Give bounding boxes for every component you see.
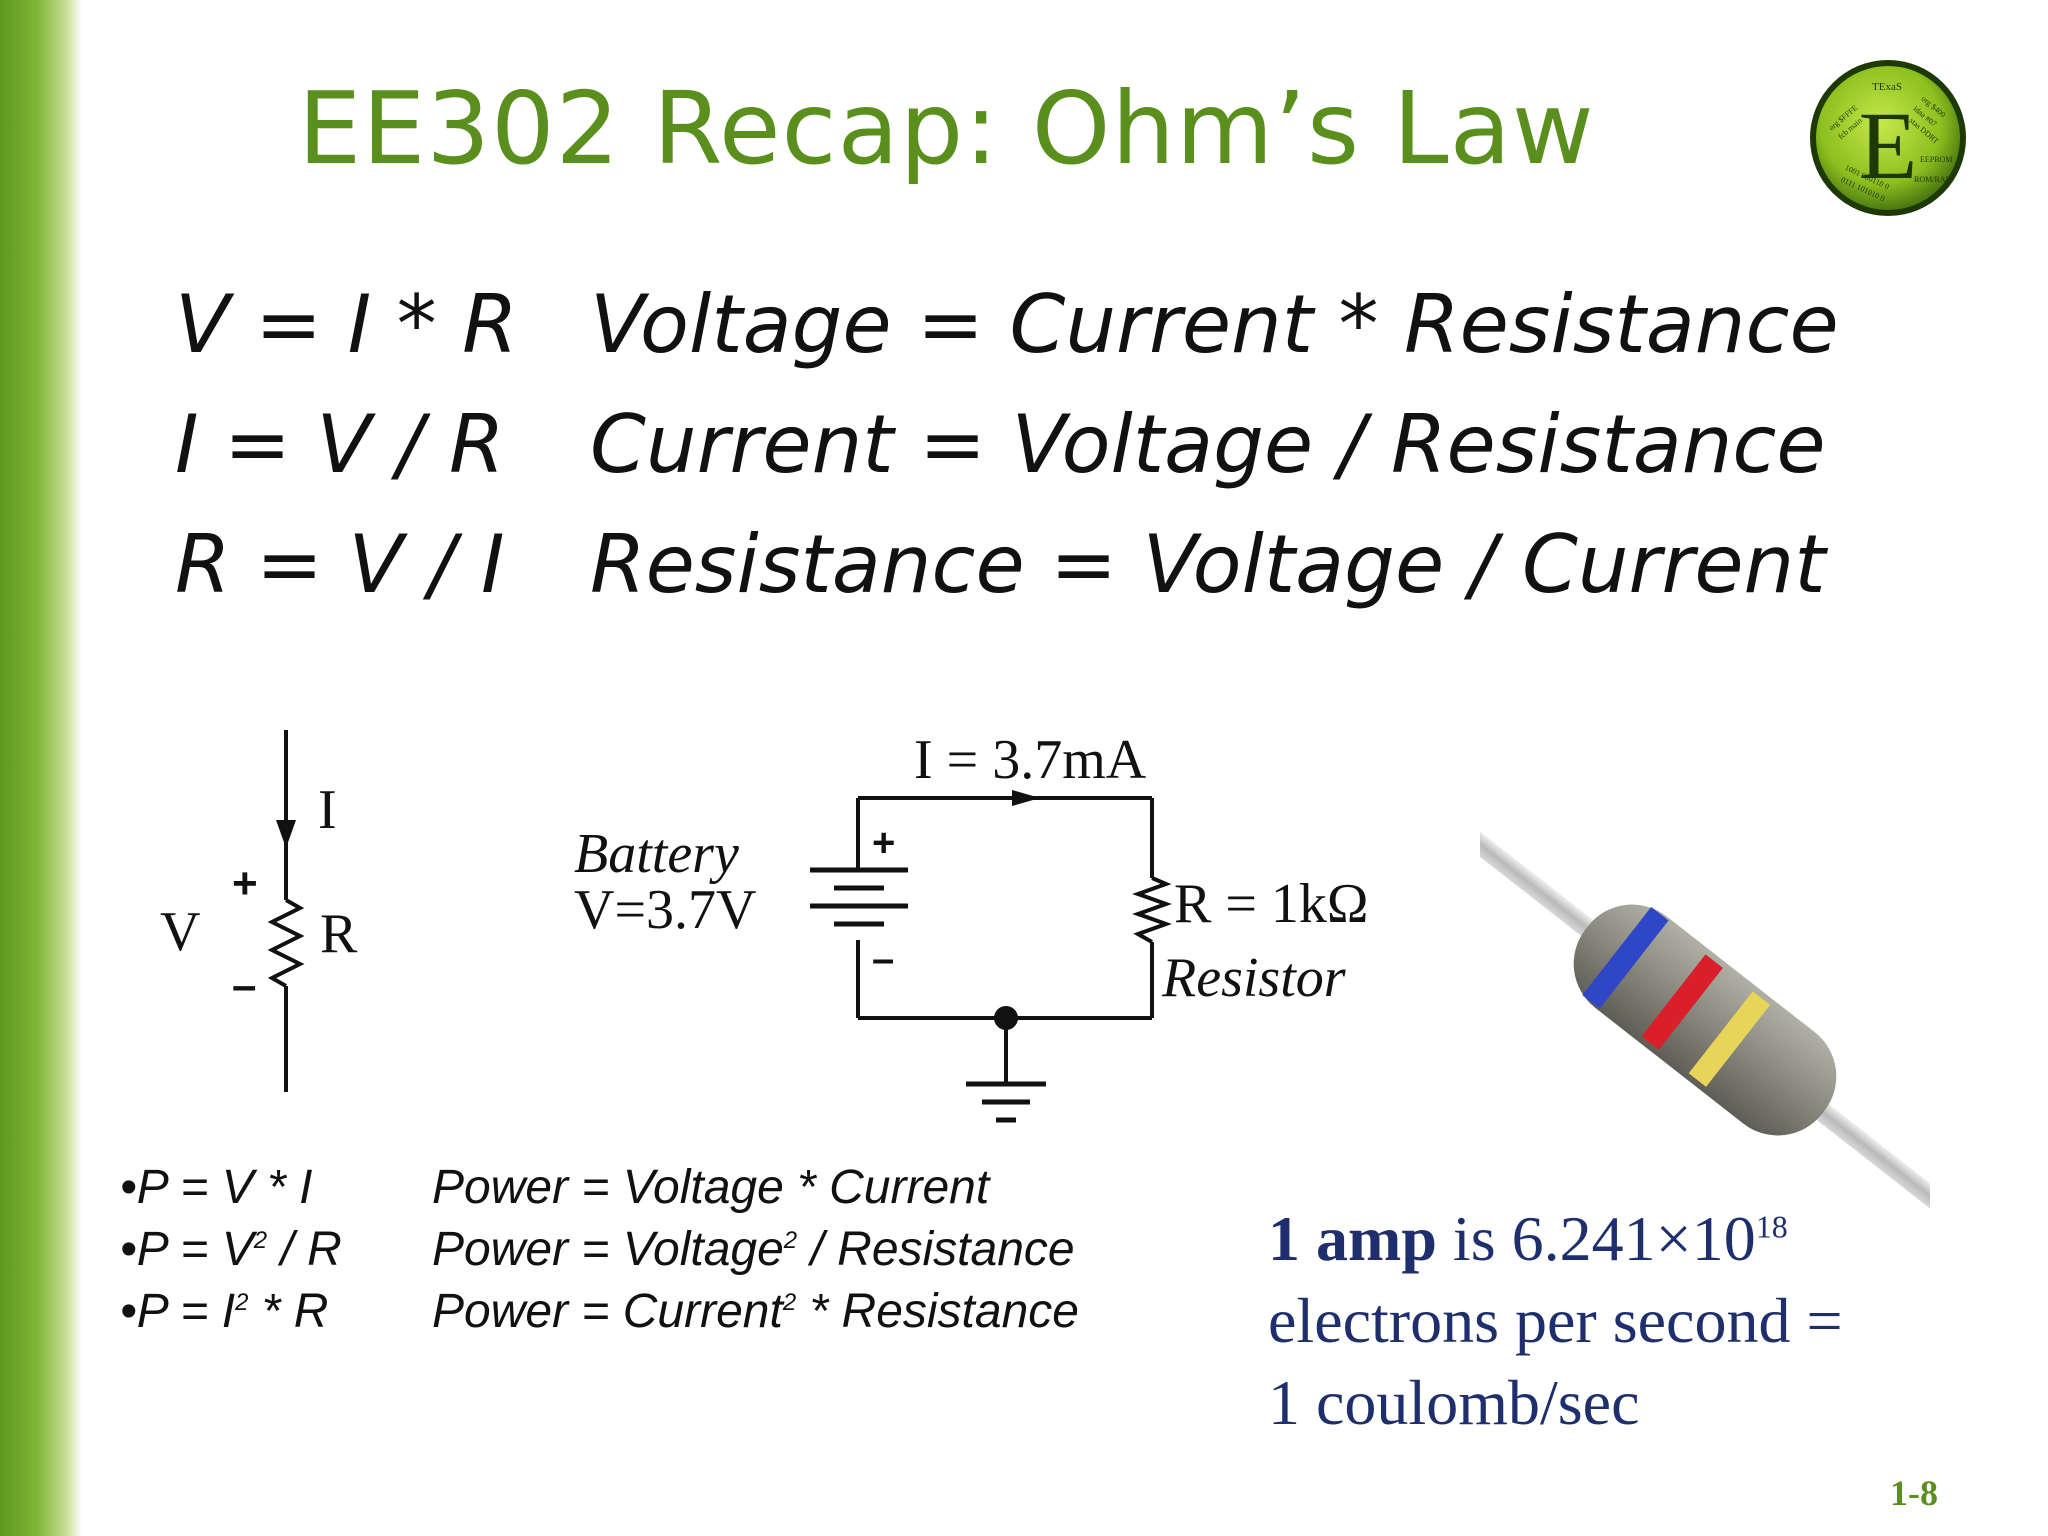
- equation-words: Resistance = Voltage / Current: [590, 518, 1826, 611]
- resistor-band-red: [1641, 954, 1723, 1050]
- logo-snippet: TExaS: [1872, 81, 1902, 93]
- resistor-zigzag: [267, 898, 305, 988]
- current-direction-arrow-icon: [1012, 790, 1040, 806]
- equation-formula: V = I * R: [175, 278, 518, 371]
- circuit-diagram: I = 3.7mA + – Battery V=3.7V R = 1kΩ Res…: [574, 729, 1369, 1123]
- resistor-value-label: R = 1kΩ: [1174, 873, 1369, 935]
- power-words: Power = Current2 * Resistance: [432, 1285, 1079, 1338]
- logo-snippet: ROM/RAM: [1914, 175, 1953, 184]
- equation-words: Current = Voltage / Resistance: [590, 398, 1826, 491]
- power-words: Power = Voltage * Current: [432, 1161, 990, 1214]
- side-gradient-bar: [0, 0, 82, 1536]
- power-words: Power = Voltage2 / Resistance: [432, 1223, 1075, 1276]
- battery-symbol: [810, 867, 908, 927]
- battery-minus-sign: –: [872, 937, 894, 981]
- battery-name-label: Battery: [574, 823, 739, 885]
- amp-line-1: 1 amp is 6.241×1018: [1268, 1203, 1788, 1274]
- power-formula: •P = V * I: [120, 1161, 313, 1214]
- logo-letter: E: [1859, 92, 1918, 199]
- plus-sign: +: [232, 859, 258, 908]
- equation-formula: R = V / I: [175, 518, 505, 611]
- ground-icon: [966, 1081, 1046, 1123]
- amp-definition-note: 1 amp is 6.241×1018 electrons per second…: [1268, 1198, 1843, 1444]
- battery-voltage-label: V=3.7V: [574, 879, 756, 941]
- equation-formula: I = V / R: [175, 398, 505, 491]
- slide-title: EE302 Recap: Ohm’s Law: [298, 70, 1595, 187]
- power-formula: •P = I2 * R: [120, 1285, 329, 1338]
- battery-plus-sign: +: [872, 821, 895, 865]
- amp-line-3: 1 coulomb/sec: [1268, 1367, 1640, 1438]
- minus-sign: –: [232, 961, 256, 1010]
- voltage-label: V: [160, 901, 200, 963]
- power-formula: •P = V2 / R: [120, 1223, 342, 1276]
- circuit-current-label: I = 3.7mA: [914, 729, 1147, 791]
- texas-e-logo: TExaS org $FFFE fcb main org $400 idaa #…: [1810, 60, 1966, 216]
- resistor-band-yellow: [1688, 991, 1771, 1087]
- resistor-band-blue: [1582, 906, 1669, 1009]
- amp-line-2: electrons per second =: [1268, 1285, 1843, 1356]
- current-arrow-icon: [276, 820, 296, 848]
- resistance-label: R: [320, 903, 358, 965]
- resistor-name-label: Resistor: [1161, 947, 1346, 1009]
- circuit-resistor-zigzag: [1132, 876, 1172, 944]
- equation-words: Voltage = Current * Resistance: [590, 278, 1839, 371]
- page-number: 1-8: [1890, 1473, 1938, 1513]
- logo-snippet: EEPROM: [1920, 155, 1952, 164]
- resistor-symbol-diagram: I V R + –: [160, 730, 358, 1092]
- resistor-photo: [1480, 820, 1930, 1220]
- current-label: I: [318, 779, 337, 841]
